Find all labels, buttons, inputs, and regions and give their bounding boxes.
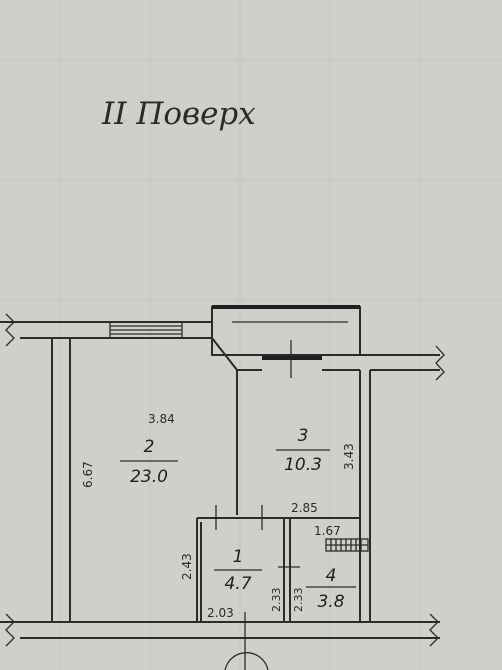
room-3-area: 10.3 <box>284 455 322 475</box>
room-4-number: 4 <box>326 566 337 586</box>
dimension-labels: 3.84 6.67 3.43 2.85 2.43 2.03 2.33 2.33 … <box>81 412 356 620</box>
room-2: 2 23.0 <box>120 437 178 487</box>
room-4: 4 3.8 <box>306 566 356 612</box>
dim-room4-width: 1.67 <box>314 524 341 538</box>
room-2-area: 23.0 <box>130 467 168 487</box>
room-1: 1 4.7 <box>214 547 262 594</box>
room-1-area: 4.7 <box>224 574 251 594</box>
outer-walls <box>0 305 445 647</box>
dim-room4-side: 2.33 <box>292 588 305 613</box>
dim-room1-side: 2.33 <box>270 588 283 613</box>
dim-room1-height: 2.43 <box>180 553 194 580</box>
dim-room3-length: 3.43 <box>342 443 356 470</box>
room-2-number: 2 <box>144 437 155 457</box>
dim-room3-width: 2.85 <box>291 501 318 515</box>
dim-room1-width: 2.03 <box>207 606 234 620</box>
room-3: 3 10.3 <box>276 426 330 475</box>
room-3-number: 3 <box>298 426 309 446</box>
dim-room2-length: 6.67 <box>81 461 95 488</box>
floor-title: II Поверх <box>101 96 256 132</box>
dim-room2-width: 3.84 <box>148 412 175 426</box>
inner-partitions <box>196 505 369 670</box>
room-1-number: 1 <box>233 547 244 567</box>
room-4-area: 3.8 <box>317 592 344 612</box>
